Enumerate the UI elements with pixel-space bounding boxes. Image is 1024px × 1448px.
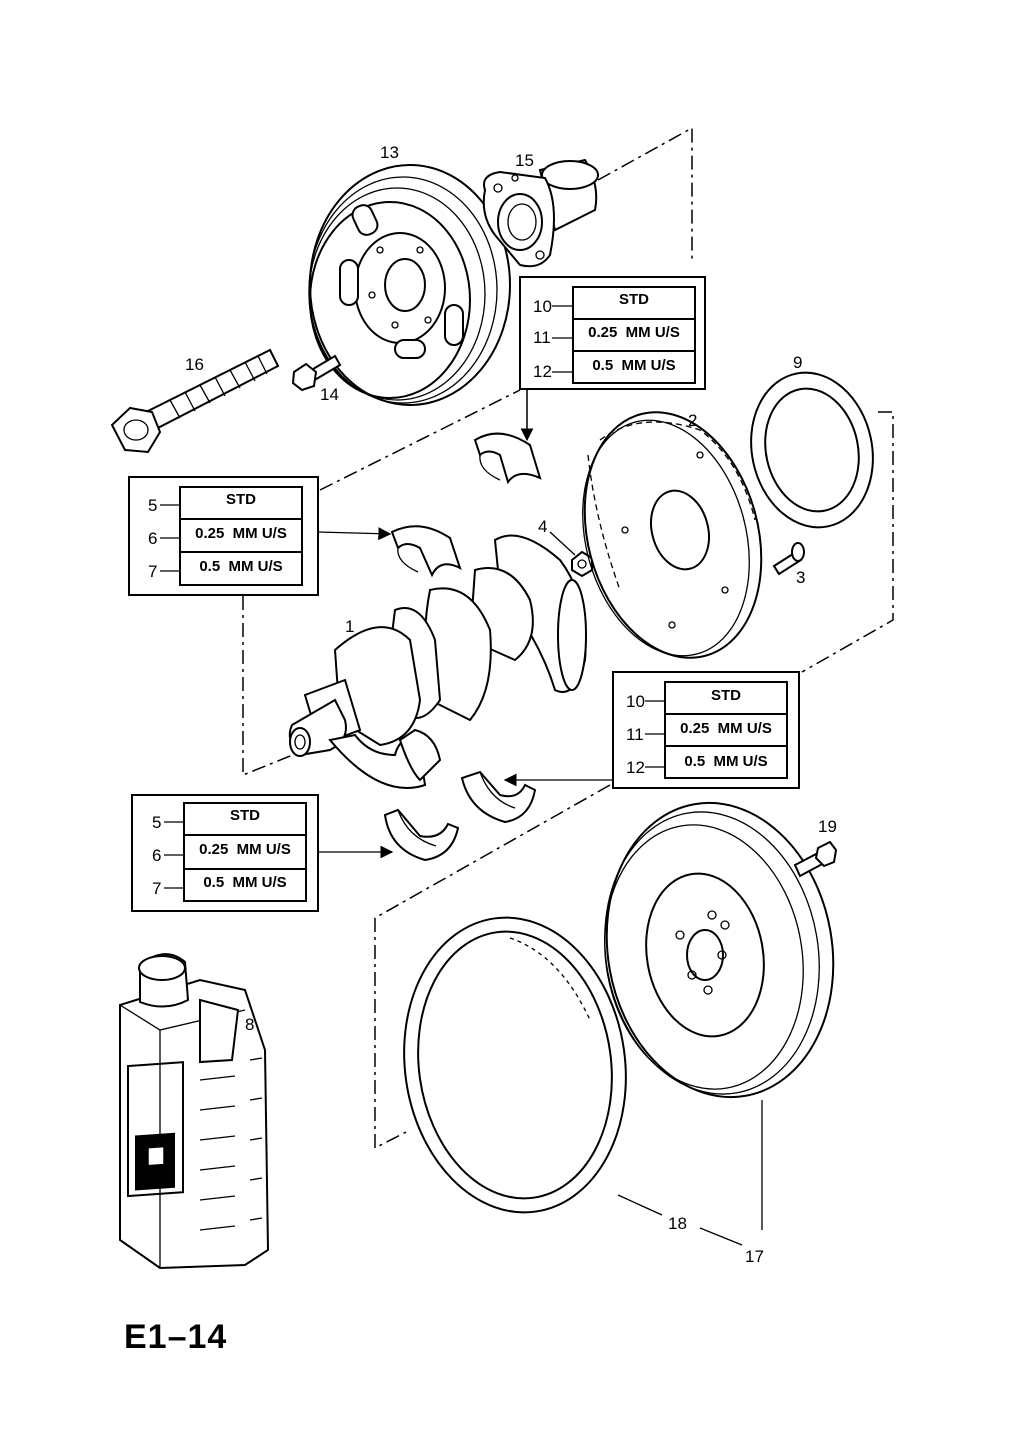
bearing-shell-lower-right: [460, 770, 537, 824]
table-row-num: 12: [626, 758, 645, 777]
table-row-num: 5: [148, 496, 157, 515]
size-table-middle-left: 5 6 7 STD 0.25 MM U/S 0.5 MM U/S: [128, 476, 319, 596]
oil-bottle-8: [119, 953, 270, 1270]
crankshaft-1: [288, 534, 587, 789]
bolt-14: [291, 354, 342, 392]
flywheel-17: [604, 801, 835, 1099]
page-code: E1–14: [124, 1318, 228, 1356]
table-row-num: 11: [626, 725, 644, 744]
bolt-19: [793, 840, 838, 878]
reluctor-plate-2: [582, 411, 763, 659]
table-row-label: 0.25 MM U/S: [199, 841, 291, 858]
table-row-label: STD: [230, 807, 260, 824]
table-row-num: 10: [533, 297, 552, 316]
assembly-lines: [242, 126, 894, 1150]
callout-18: 18: [668, 1214, 687, 1233]
bearing-shell-left: [390, 525, 462, 578]
callout-14: 14: [320, 385, 339, 404]
table-row-num: 10: [626, 692, 645, 711]
table-row-num: 7: [148, 562, 157, 581]
table-row-num: 5: [152, 813, 161, 832]
table-row-label: 0.5 MM U/S: [203, 874, 286, 891]
table-row-num: 12: [533, 362, 552, 381]
callout-17: 17: [745, 1247, 764, 1266]
callout-4: 4: [538, 517, 547, 536]
bearing-shell-upper: [473, 432, 542, 485]
callout-16: 16: [185, 355, 204, 374]
table-row-num: 6: [148, 529, 157, 548]
size-table-lower-left: 5 6 7 STD 0.25 MM U/S 0.5 MM U/S: [131, 794, 319, 912]
table-row-label: 0.25 MM U/S: [195, 525, 287, 542]
callout-13: 13: [380, 143, 399, 162]
size-table-upper-right: 10 11 12 STD 0.25 MM U/S 0.5 MM U/S: [519, 276, 706, 390]
callout-3: 3: [796, 568, 805, 587]
callout-1: 1: [345, 617, 354, 636]
table-row-label: 0.25 MM U/S: [680, 720, 772, 737]
table-row-num: 7: [152, 879, 161, 898]
table-row-label: STD: [711, 687, 741, 704]
table-row-label: STD: [226, 491, 256, 508]
table-row-label: STD: [619, 291, 649, 308]
table-row-label: 0.5 MM U/S: [684, 753, 767, 770]
callout-2: 2: [688, 411, 697, 430]
callout-numbers: 13 15 16 14 9 2 4 3 1 19 8 18 17: [185, 143, 837, 1266]
bolt-16: [110, 348, 280, 454]
table-row-num: 6: [152, 846, 161, 865]
bolt-3: [772, 542, 805, 576]
leader-lines: [549, 531, 763, 1246]
nut-4: [571, 550, 593, 578]
callout-19: 19: [818, 817, 837, 836]
pointer-arrows: [317, 390, 613, 859]
size-table-middle-right: 10 11 12 STD 0.25 MM U/S 0.5 MM U/S: [612, 671, 800, 789]
table-row-label: 0.25 MM U/S: [588, 324, 680, 341]
table-row-label: 0.5 MM U/S: [199, 558, 282, 575]
pulley-13: [308, 164, 511, 406]
callout-15: 15: [515, 151, 534, 170]
seal-ring-9: [750, 371, 874, 529]
table-row-num: 11: [533, 328, 551, 347]
table-row-label: 0.5 MM U/S: [592, 357, 675, 374]
callout-9: 9: [793, 353, 802, 372]
bearing-shell-lower-left: [383, 808, 460, 862]
seal-housing-15: [482, 158, 599, 268]
callout-8: 8: [245, 1015, 254, 1034]
ring-gear-18: [403, 916, 627, 1214]
